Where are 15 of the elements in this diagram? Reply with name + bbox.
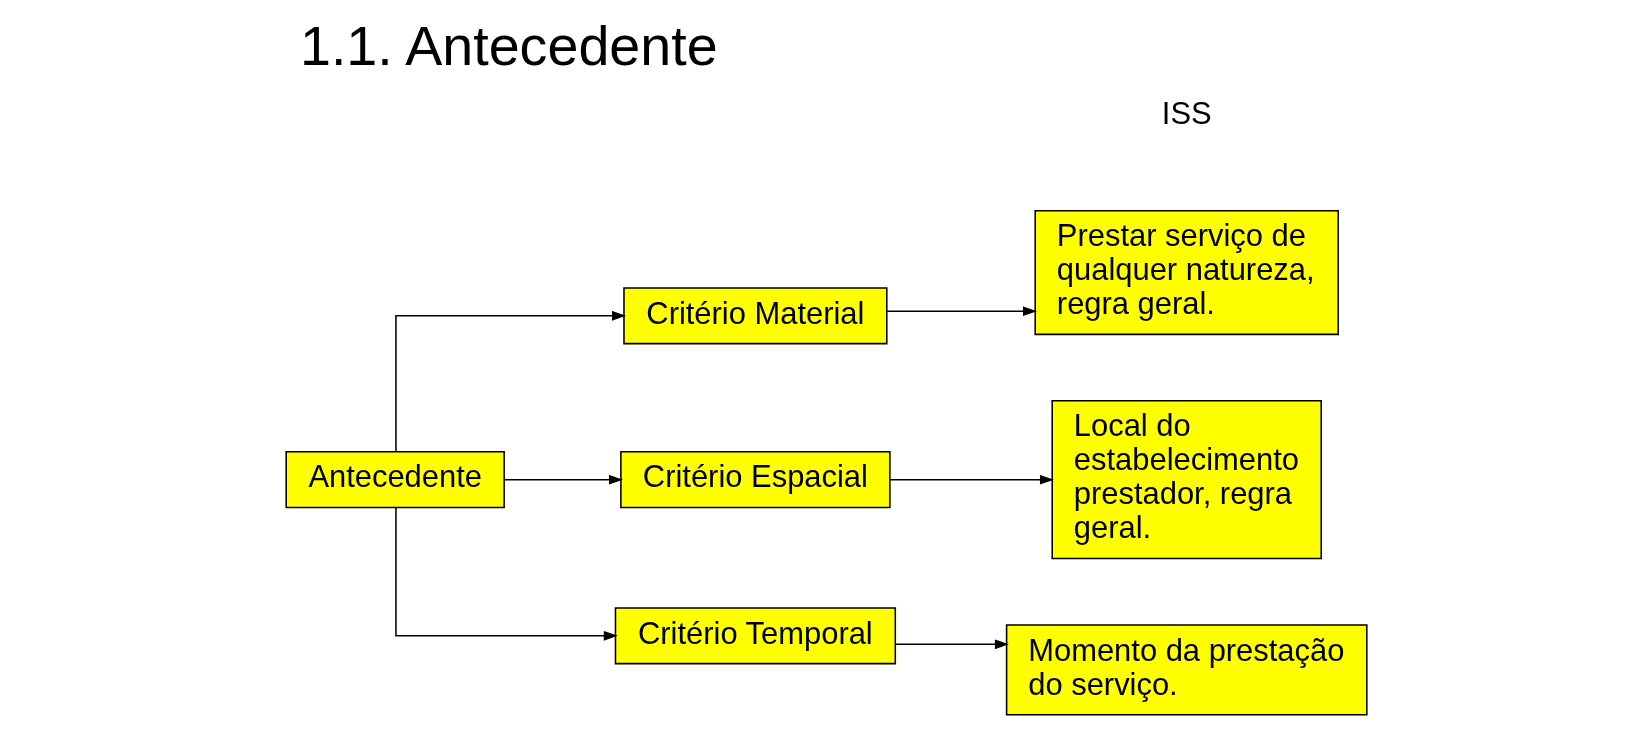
arrow <box>394 310 626 452</box>
node-box: Critério Espacial <box>619 451 891 509</box>
diagram-title: 1.1. Antecedente <box>299 15 718 78</box>
arrow <box>885 306 1037 317</box>
node-box: Local do estabelecimento prestador, regra geral. <box>1050 400 1322 560</box>
arrow <box>394 506 618 641</box>
label: ISS <box>1161 96 1212 132</box>
node-box: Critério Material <box>622 287 888 345</box>
arrow <box>894 639 1009 650</box>
node-box: Momento da prestação do serviço. <box>1005 624 1368 716</box>
node-box: Prestar serviço de qualquer natureza, regra geral. <box>1033 209 1339 336</box>
node-box: Critério Temporal <box>614 607 896 665</box>
node-box: Antecedente <box>284 451 505 509</box>
arrow <box>502 474 623 485</box>
arrow <box>888 474 1054 485</box>
